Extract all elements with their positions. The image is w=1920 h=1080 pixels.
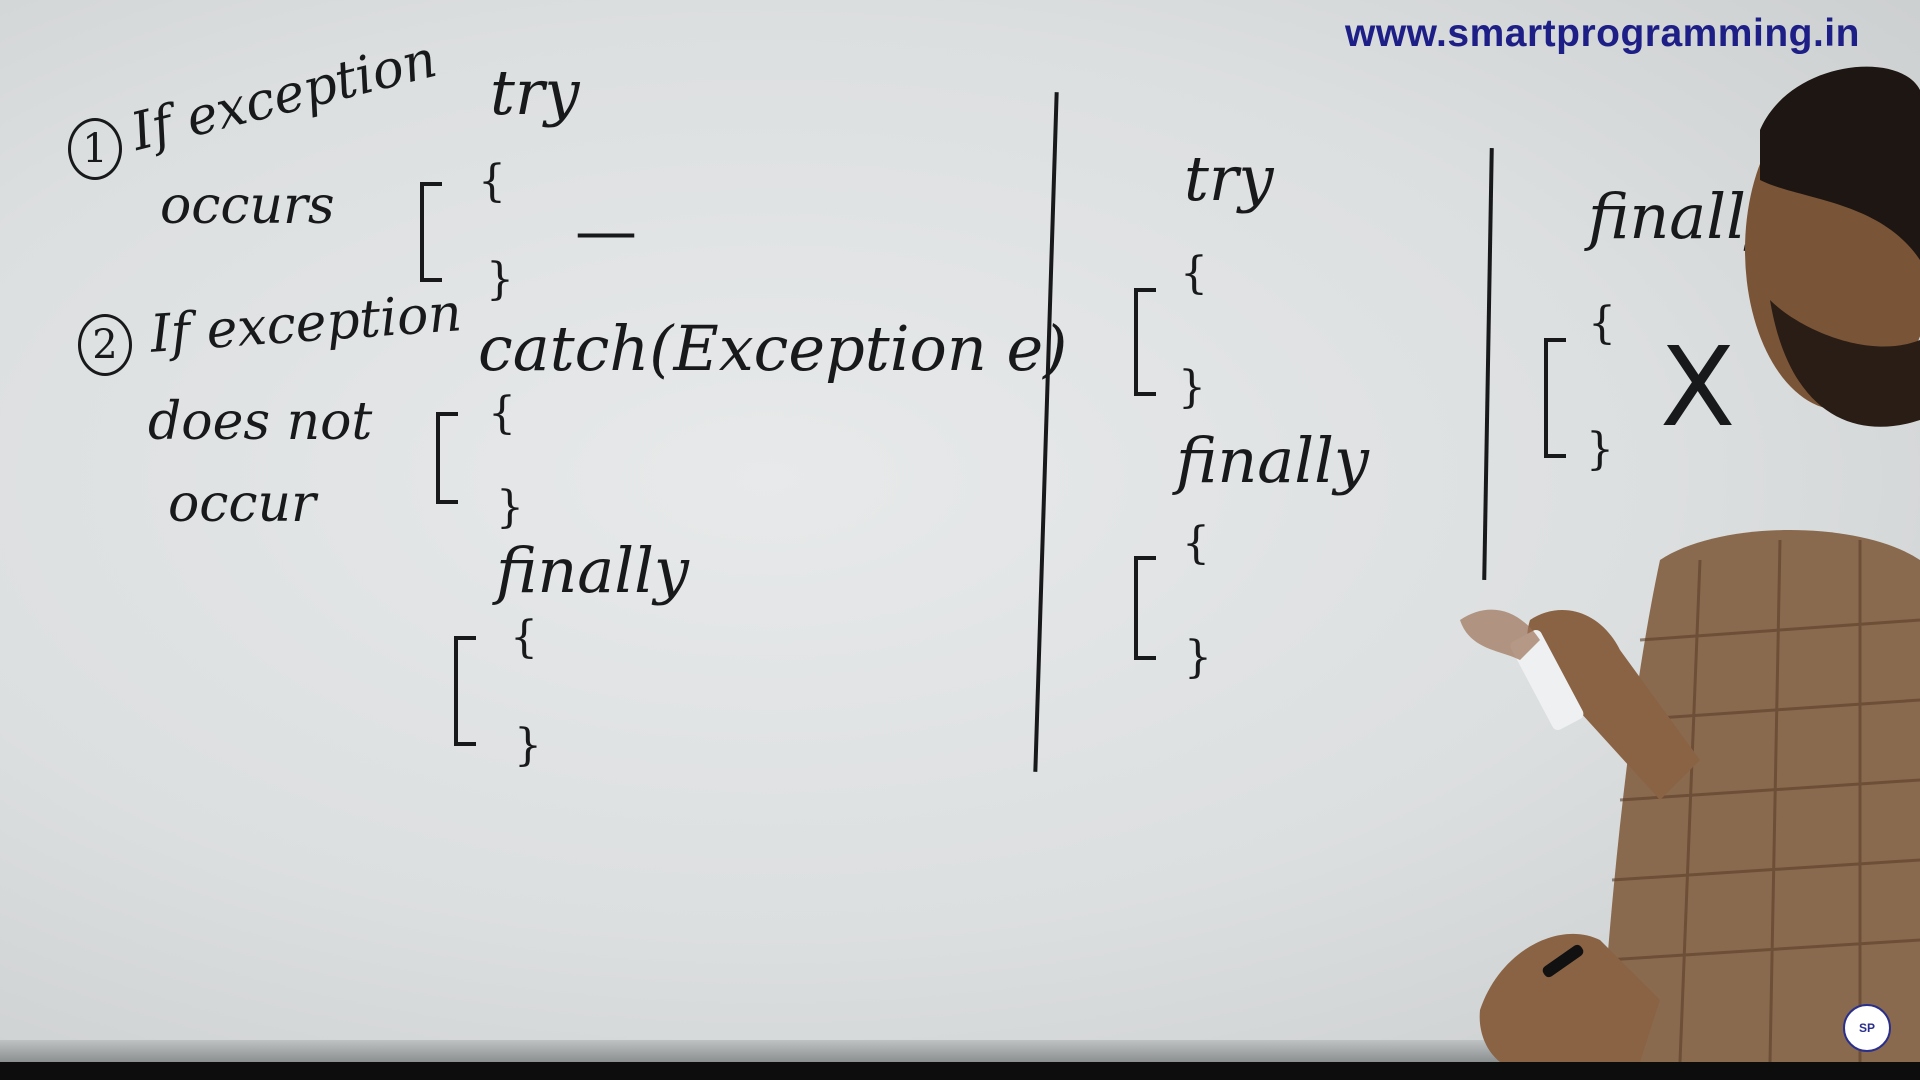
note-1-circle: 1 — [68, 118, 122, 180]
left-try-close-brace: } — [486, 254, 514, 305]
note-2-line3: occur — [168, 474, 316, 534]
middle-try-bracket — [1134, 288, 1156, 396]
left-finally-close-brace: } — [514, 720, 542, 771]
note-2-circle: 2 — [78, 314, 132, 376]
right-invalid-mark: X — [1660, 323, 1736, 451]
middle-try-close-brace: } — [1178, 362, 1206, 413]
left-catch-label: catch(Exception e) — [478, 312, 1068, 385]
left-finally-label: finally — [496, 534, 689, 607]
middle-finally-open-brace: { — [1182, 518, 1210, 569]
left-catch-open-brace: { — [488, 388, 516, 439]
whiteboard-ledge — [0, 1040, 1920, 1062]
right-finally-open-brace: { — [1588, 298, 1616, 349]
left-finally-open-brace: { — [510, 612, 538, 663]
middle-finally-label: finally — [1176, 424, 1369, 497]
note-2-number: 2 — [92, 322, 118, 368]
middle-finally-bracket — [1134, 556, 1156, 660]
note-1-line2: occurs — [160, 176, 335, 236]
website-url: www.smartprogramming.in — [1345, 12, 1860, 55]
channel-logo: SP — [1843, 1004, 1891, 1052]
left-catch-bracket — [436, 412, 458, 504]
left-try-label: try — [490, 56, 580, 129]
middle-try-label: try — [1184, 142, 1274, 215]
left-catch-close-brace: } — [496, 482, 524, 533]
left-try-bracket — [420, 182, 442, 282]
right-finally-bracket — [1544, 338, 1566, 458]
middle-try-open-brace: { — [1180, 248, 1208, 299]
left-try-body-dash: — — [575, 194, 637, 267]
left-try-open-brace: { — [478, 156, 506, 207]
left-finally-bracket — [454, 636, 476, 746]
middle-finally-close-brace: } — [1184, 632, 1212, 683]
right-finally-close-brace: } — [1586, 424, 1614, 475]
note-2-line2: does not — [148, 392, 373, 452]
note-1-number: 1 — [82, 126, 108, 172]
